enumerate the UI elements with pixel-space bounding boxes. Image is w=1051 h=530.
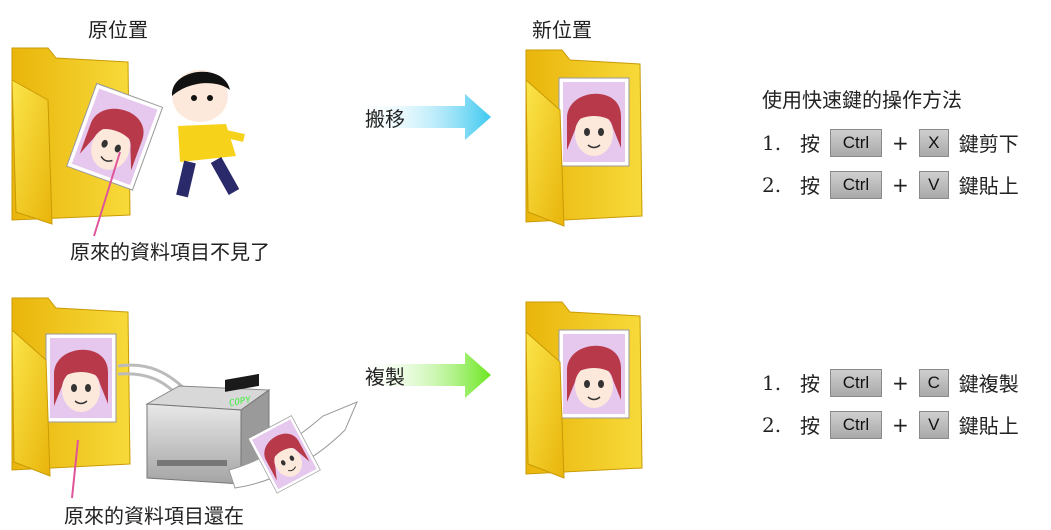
x-key: X [918, 128, 949, 157]
plus-sign: + [892, 412, 909, 437]
step-press: 按 [800, 372, 820, 396]
boy-icon [171, 70, 245, 198]
step-number: 2. [762, 412, 782, 437]
copy-note: 原來的資料項目還在 [64, 504, 244, 528]
ctrl-key: Ctrl [830, 368, 882, 397]
new-location-label-top: 新位置 [532, 18, 592, 42]
plus-sign: + [892, 130, 909, 155]
step-number: 1. [762, 370, 782, 395]
copy-label: 複製 [365, 365, 405, 389]
cut-note: 原來的資料項目不見了 [70, 240, 270, 264]
copy-step-2: 2. 按 Ctrl + V 鍵貼上 [762, 410, 1019, 439]
v-key: V [918, 410, 949, 439]
move-arrow-icon [355, 94, 491, 140]
step-number: 2. [762, 172, 782, 197]
copier-display: COPY [229, 395, 251, 409]
step-press: 按 [800, 132, 820, 156]
step-press: 按 [800, 414, 820, 438]
copy-arrow-icon [355, 352, 491, 398]
original-location-label-top: 原位置 [88, 18, 148, 42]
step-action: 鍵剪下 [958, 132, 1019, 156]
move-step-2: 2. 按 Ctrl + V 鍵貼上 [762, 170, 1019, 199]
step-action: 鍵貼上 [958, 414, 1019, 438]
copy-step-1: 1. 按 Ctrl + C 鍵複製 [762, 368, 1019, 397]
c-key: C [918, 368, 949, 397]
photo-icon [228, 401, 358, 494]
v-key: V [918, 170, 949, 199]
folder-front-icon [525, 330, 565, 479]
folder-front-icon [525, 78, 565, 227]
ctrl-key: Ctrl [830, 170, 882, 199]
move-label: 搬移 [365, 107, 405, 131]
plus-sign: + [892, 172, 909, 197]
callout-line-copy [71, 439, 79, 499]
move-step-1: 1. 按 Ctrl + X 鍵剪下 [762, 128, 1019, 157]
callout-line-cut [93, 151, 121, 237]
step-number: 1. [762, 130, 782, 155]
folder-front-icon [11, 328, 51, 477]
step-action: 鍵貼上 [958, 174, 1019, 198]
ctrl-key: Ctrl [830, 128, 882, 157]
step-press: 按 [800, 174, 820, 198]
ctrl-key: Ctrl [830, 410, 882, 439]
shortcut-title: 使用快速鍵的操作方法 [762, 88, 962, 112]
step-action: 鍵複製 [958, 372, 1019, 396]
plus-sign: + [892, 370, 909, 395]
